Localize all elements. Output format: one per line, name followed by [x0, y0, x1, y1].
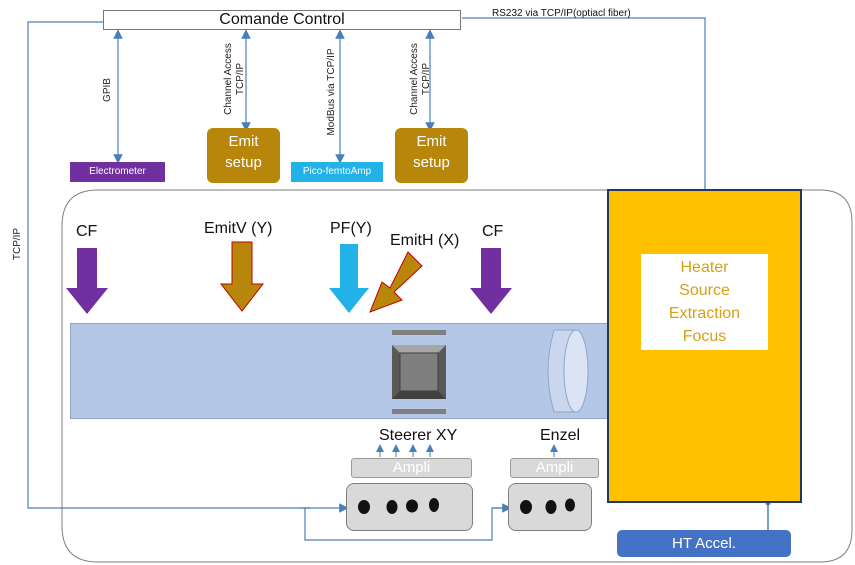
cf-right-arrow [470, 248, 512, 314]
electrometer-label: Electrometer [89, 166, 146, 177]
ampli-box-2: Ampli [510, 458, 599, 478]
enzel-driver-channels [520, 498, 575, 514]
enclosure-outline [61, 189, 853, 563]
steerer-element [392, 330, 446, 414]
steerer-label: Steerer XY [379, 427, 458, 444]
pf-label: PF(Y) [330, 220, 372, 237]
enzel-lens [547, 329, 589, 413]
beam-pipe [70, 323, 610, 419]
rs232-label: RS232 via TCP/IP(optiacl fiber) [492, 8, 631, 19]
ampli-box-1: Ampli [351, 458, 472, 478]
emith-arrow [369, 251, 423, 313]
emith-label: EmitH (X) [390, 232, 460, 249]
ht-accel-box [617, 530, 791, 557]
source-label-box: Heater Source Extraction Focus [641, 254, 768, 350]
control-title: Comande Control [219, 11, 345, 28]
pico-label: Pico-femtoAmp [302, 166, 372, 177]
pico-box [291, 162, 383, 182]
cf-right-label: CF [482, 223, 504, 240]
emitv-arrow [219, 241, 265, 312]
control-bar [103, 10, 461, 30]
pf-arrow [329, 244, 369, 313]
cf-left-arrow [66, 248, 108, 314]
steerer-driver-channels [358, 498, 439, 514]
tcpip-link-line [27, 21, 310, 509]
electrometer-box [70, 162, 165, 182]
enzel-label: Enzel [540, 427, 581, 444]
emitv-label: EmitV (Y) [204, 220, 273, 237]
cf-left-label: CF [76, 223, 98, 240]
ht-accel-label: HT Accel. [672, 535, 736, 552]
